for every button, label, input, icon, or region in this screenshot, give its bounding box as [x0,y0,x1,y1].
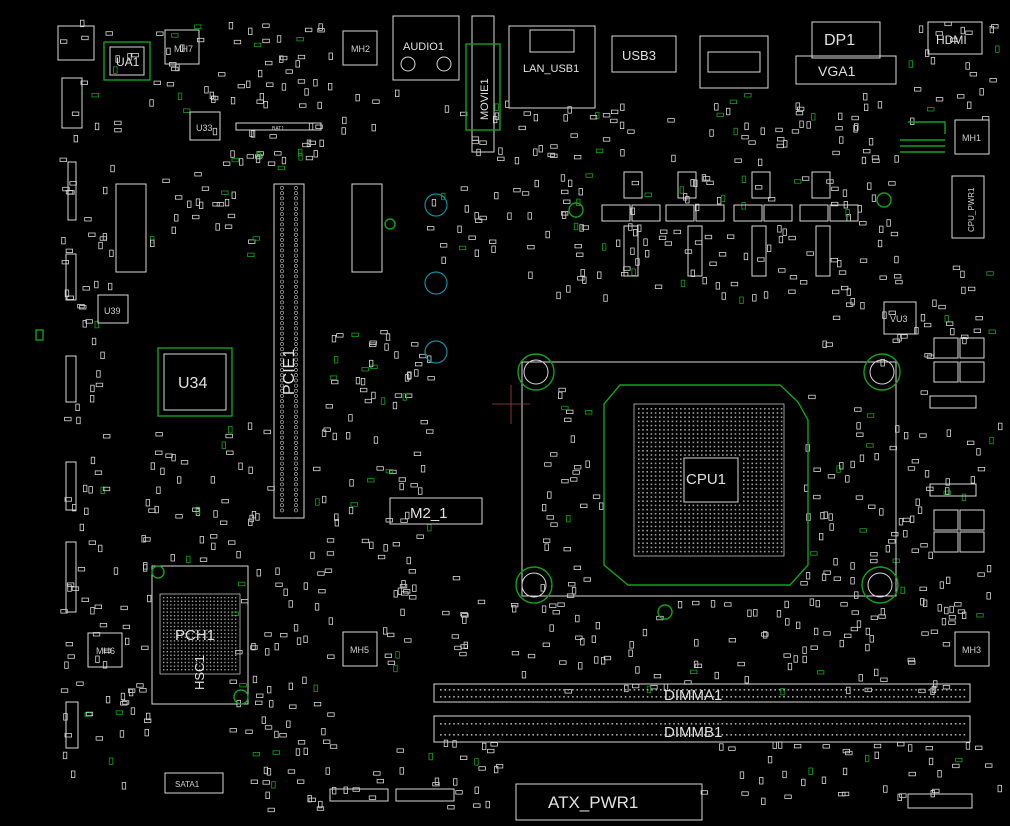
mounting-hole-mh2: MH2 [342,30,378,66]
vga-serial-connector [699,35,769,89]
connector-bottom-2 [395,788,455,802]
sata-connector: SATA1 [164,772,224,794]
cpu-socket: CPU1 [492,353,901,604]
dimma1-label: DIMMA1 [664,687,722,704]
mounting-hole-mh6: MH6 [87,632,123,668]
cap-green-1 [568,202,584,218]
pch1-label: PCH1 [175,627,215,644]
hsc1-label: HSC1 [192,655,207,690]
mh1-label: MH1 [962,133,981,143]
dimm-slot-b1: DIMMB1 [433,715,971,743]
u33-chip: U33 [189,111,221,141]
pch-chip: PCH1 HSC1 [151,565,249,705]
vrm-section [601,171,985,553]
usb3-connector: USB3 [611,35,677,73]
smd-component-field [59,19,1003,813]
sata1-label: SATA1 [175,780,200,789]
cap-green-2 [876,192,892,208]
mh7-label: MH7 [174,44,193,54]
m2-slot: M2_1 [389,497,483,525]
lan-usb-connector: LAN_USB1 [508,25,596,109]
green-traces-top-right [900,121,946,153]
mh2-label: MH2 [351,44,370,54]
header-left-2 [351,183,383,273]
bat1-label: BAT1 [272,126,284,132]
standoff-hole-1 [424,193,448,217]
cap-green-5 [151,565,165,579]
movie1-label: MOVIE1 [479,78,491,120]
connector-bottom-right [907,793,973,809]
mh5-label: MH5 [350,645,369,655]
u39-chip: U39 [97,294,129,324]
hdmi-label: HDMI [936,33,967,47]
m2-1-label: M2_1 [410,505,448,522]
atx-power-connector: ATX_PWR1 [515,783,703,821]
cap-green-3 [657,604,673,620]
standoff-hole-3 [424,340,448,364]
mounting-hole-mh3: MH3 [954,631,990,667]
cpu-pwr1-label: CPU_PWR1 [967,187,976,232]
mounting-hole-mh7: MH7 [164,29,200,65]
atx-pwr1-label: ATX_PWR1 [548,793,638,812]
u34-label: U34 [178,375,207,392]
displayport-dp1: DP1 [811,21,881,59]
pad-left [35,329,44,341]
standoff-hole-2 [424,271,448,295]
header-left-1 [115,183,147,273]
connector-bottom-1 [329,788,389,802]
cap-green-4 [233,689,249,705]
vga-vga1: VGA1 [795,55,897,85]
mounting-hole-mh5: MH5 [342,631,378,667]
usb3-label: USB3 [622,48,656,63]
dimm-slot-a1: DIMMA1 [433,683,971,704]
cap-green-6 [384,218,396,230]
mh6-label: MH6 [96,646,115,656]
audio-jack-audio1: AUDIO1 [392,15,460,81]
u33-label: U33 [196,123,213,133]
vu3-chip: VU3 [883,301,917,335]
u34-chip: U34 [157,347,233,417]
pcie1-label: PCIE1 [281,349,298,395]
vga1-label: VGA1 [818,63,856,79]
audio1-label: AUDIO1 [403,41,444,53]
battery-bat1: BAT1 [235,122,322,132]
dp1-label: DP1 [824,32,855,49]
ua1-chip: UA1 [103,41,151,81]
cpu1-label: CPU1 [686,471,726,488]
mounting-hole-mh1: MH1 [954,119,990,155]
movie-connector-movie1: MOVIE1 [465,15,501,153]
dimmb1-label: DIMMB1 [664,724,722,741]
vu3-label: VU3 [890,314,908,324]
hdmi-connector: HDMI [927,21,983,55]
header-top-left [57,25,95,129]
mh3-label: MH3 [962,645,981,655]
lan-usb1-label: LAN_USB1 [523,63,579,75]
ua1-label: UA1 [116,55,140,69]
u39-label: U39 [104,306,121,316]
cpu-power-connector: CPU_PWR1 [951,175,985,239]
pcie-slot: PCIE1 [273,183,305,519]
